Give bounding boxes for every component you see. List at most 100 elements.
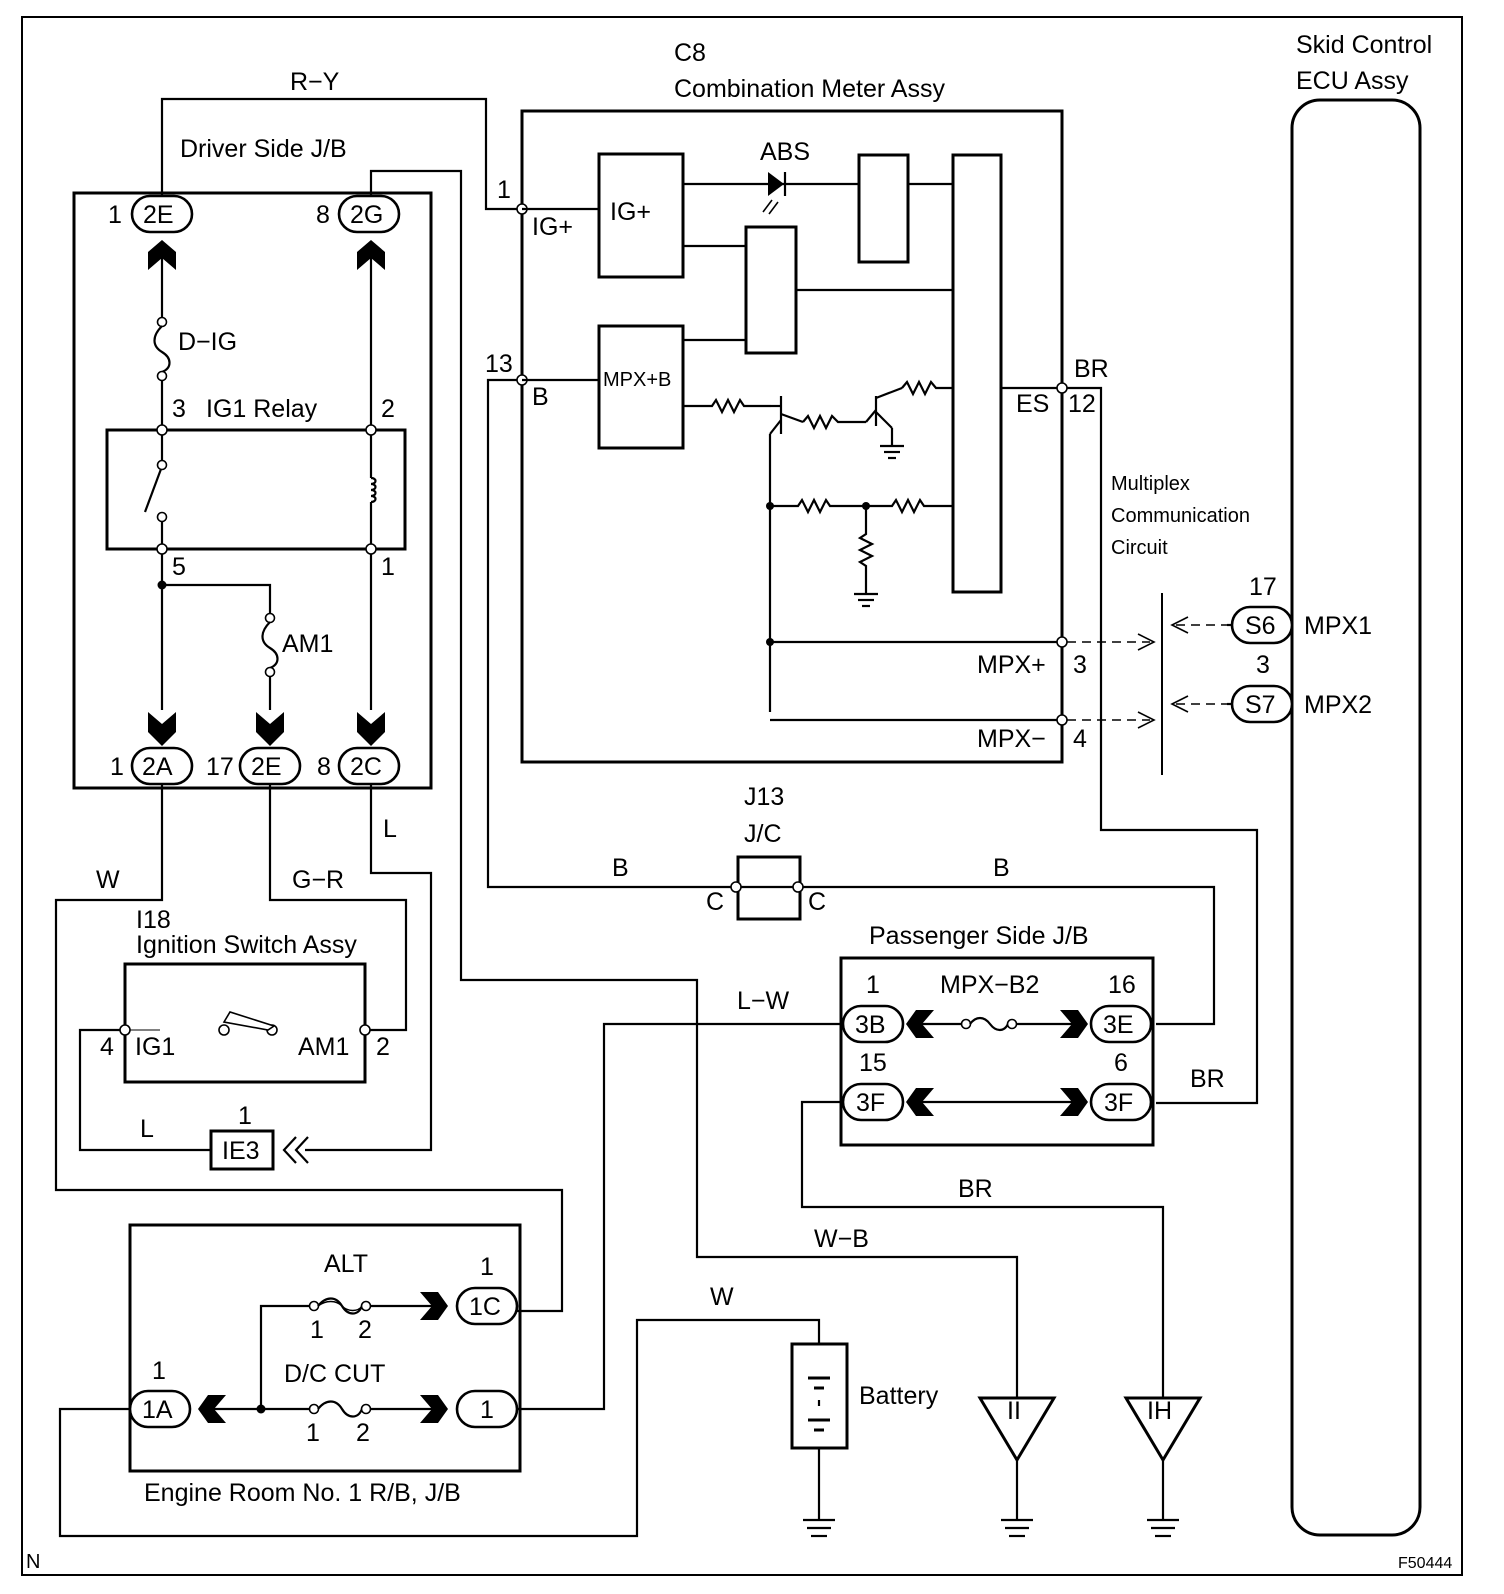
relay-coil-icon [370, 476, 377, 504]
am1-fuse-label: AM1 [282, 630, 333, 658]
wire-b-right [798, 885, 1216, 1026]
figure-code: F50444 [1398, 1555, 1452, 1572]
wire-label-b-left: B [612, 854, 629, 882]
meter-pin-mpxm-num: 4 [1073, 725, 1087, 753]
wire-label-w-b: W−B [814, 1225, 869, 1253]
connector-2e-top-pin: 1 [108, 201, 122, 229]
arrow-2e-bottom-icon [256, 712, 284, 746]
connector-2a-pin: 1 [110, 753, 124, 781]
wire-label-l-top: L [383, 815, 397, 843]
wire-l-w [517, 1022, 843, 1411]
connector-1a-pin: 1 [152, 1357, 166, 1385]
arrow-3f-left-icon [906, 1088, 934, 1116]
wire-label-g-r: G−R [292, 866, 344, 894]
wire-r-y [160, 97, 517, 211]
battery-label: Battery [859, 1382, 939, 1410]
ig-block-label: IG+ [610, 198, 651, 226]
corner-label: N [26, 1551, 40, 1573]
arrow-3f-right-icon [1060, 1088, 1088, 1116]
ignition-ig1: IG1 [135, 1033, 175, 1061]
comm-line1: Multiplex [1111, 473, 1190, 495]
meter-pin-mpxp: MPX+ [977, 651, 1046, 679]
wire-label-l-w: L−W [737, 987, 790, 1015]
arrow-1a-icon [198, 1395, 226, 1423]
wire-b-left [486, 378, 736, 889]
arrow-2c-icon [357, 712, 385, 746]
connector-3f-left-label: 3F [856, 1089, 885, 1117]
arrow-2g-icon [357, 240, 385, 270]
wire-label-r-y: R−Y [290, 68, 340, 96]
meter-pin-b: B [532, 383, 549, 411]
connector-3b-label: 3B [855, 1011, 886, 1039]
meter-pin-ig: IG+ [532, 213, 573, 241]
mpx-b2-fuse-label: MPX−B2 [940, 971, 1039, 999]
junction-connector-j13: J13 J/C C C [706, 783, 826, 921]
ie3-arrow-icon [282, 1136, 297, 1164]
meter-pin-b-num: 13 [485, 350, 513, 378]
d-ig-fuse-label: D−IG [178, 328, 237, 356]
connector-1 [455, 1389, 519, 1429]
battery: Battery [790, 1342, 939, 1538]
connector-3f-left-pin: 15 [859, 1049, 887, 1077]
connector-3f-right-pin: 6 [1114, 1049, 1128, 1077]
ecu-title-line1: Skid Control [1296, 31, 1432, 59]
ie3-pin: 1 [238, 1102, 252, 1130]
meter-pin-es: ES [1016, 390, 1049, 418]
wire-label-w-left: W [96, 866, 120, 894]
wire-label-l-left: L [140, 1115, 154, 1143]
ground-ii-label: II [1007, 1397, 1021, 1425]
ground-ii: II [977, 1396, 1057, 1538]
combination-meter: C8 Combination Meter Assy IG+ ABS MPX+B [485, 39, 1096, 764]
engine-room-rb: Engine Room No. 1 R/B, J/B 1A 1 ALT 1 2 … [128, 1223, 522, 1507]
connector-2e-bottom-pin: 17 [206, 753, 234, 781]
connector-2g-pin: 8 [316, 201, 330, 229]
wire-g-r [268, 784, 408, 1032]
meter-pin-es-num: 12 [1068, 390, 1096, 418]
connector-2c-label: 2C [350, 753, 382, 781]
mpxb-block-label: MPX+B [603, 369, 671, 391]
ignition-switch-contact-icon [222, 1011, 276, 1031]
connector-3b-pin: 1 [866, 971, 880, 999]
relay-pin-5: 5 [172, 553, 186, 581]
wire-label-b-right: B [993, 854, 1010, 882]
ground-ii-icon [977, 1396, 1057, 1463]
wire-label-br-mid: BR [958, 1175, 993, 1203]
wire-br-meter [1067, 386, 1259, 1105]
comm-line3: Circuit [1111, 537, 1168, 559]
engine-rb-title: Engine Room No. 1 R/B, J/B [144, 1479, 461, 1507]
connector-3e-label: 3E [1103, 1011, 1134, 1039]
connector-2g-label: 2G [350, 201, 383, 229]
relay-label: IG1 Relay [206, 395, 318, 423]
arrow-1c-icon [420, 1292, 448, 1320]
abs-led-icon [768, 172, 784, 196]
driver-side-jb: Driver Side J/B 2E 1 2G 8 D−IG IG1 Relay… [72, 135, 433, 790]
jc-code: J13 [744, 783, 784, 811]
abs-label: ABS [760, 138, 810, 166]
comm-line2: Communication [1111, 505, 1250, 527]
ecu-title-line2: ECU Assy [1296, 67, 1409, 95]
wire-label-w-battery: W [710, 1283, 734, 1311]
meter-pin-mpxp-num: 3 [1073, 651, 1087, 679]
connector-2g [337, 194, 401, 234]
ignition-am1: AM1 [298, 1033, 349, 1061]
connector-1-label: 1 [480, 1396, 494, 1424]
wire-w-2a [54, 784, 564, 1313]
mpx2-label: MPX2 [1304, 691, 1372, 719]
passenger-jb-title: Passenger Side J/B [869, 922, 1089, 950]
passenger-side-jb: Passenger Side J/B 3B 1 3E 16 MPX−B2 3F … [839, 922, 1155, 1147]
connector-s6-pin: 17 [1249, 573, 1277, 601]
ignition-pin2: 2 [376, 1033, 390, 1061]
ground-ih-icon [1123, 1396, 1203, 1463]
connector-1c [455, 1286, 519, 1326]
diagram-frame [21, 16, 1463, 1576]
arrow-2e-top-icon [148, 240, 176, 270]
meter-pin-ig-num: 1 [497, 176, 511, 204]
ie3-connector: IE3 1 [209, 1102, 309, 1171]
connector-s7-label: S7 [1245, 691, 1276, 719]
ie3-label: IE3 [222, 1137, 260, 1165]
alt-fuse-pin2: 2 [358, 1316, 372, 1344]
meter-pin-mpxm: MPX− [977, 725, 1046, 753]
connector-2a-label: 2A [142, 753, 173, 781]
connector-3f-right-label: 3F [1104, 1089, 1133, 1117]
